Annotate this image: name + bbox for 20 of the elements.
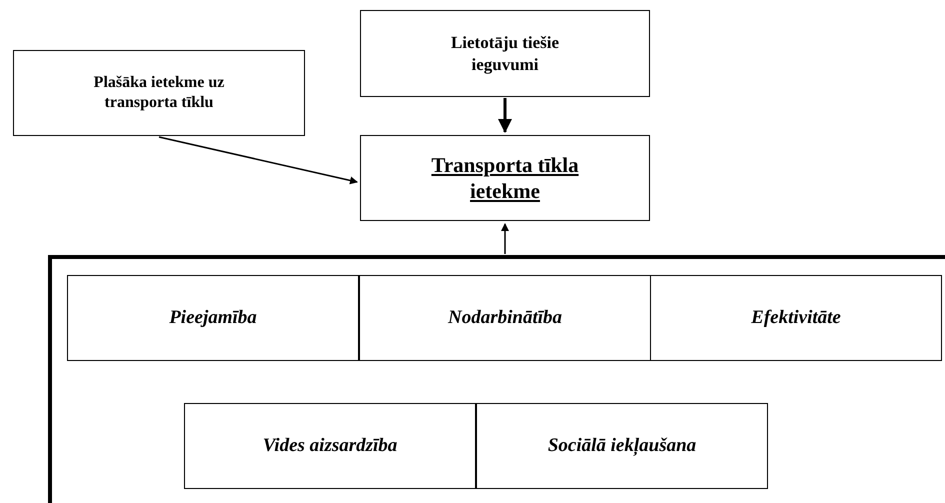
group-frame [48,255,945,503]
box-label: Plašāka ietekme uz transporta tīklu [92,73,226,113]
text-box [360,10,650,97]
arrow [498,98,512,133]
box-label: Lietotāju tiešie ieguvumi [450,32,560,75]
text-box [67,275,359,361]
text-box [650,275,942,361]
box-label: Nodarbinātība [448,306,562,330]
box-label: Transporta tīkla ietekme [430,152,580,204]
text-box [13,50,305,136]
box-label: Sociālā iekļaušana [548,434,696,458]
text-box [360,135,650,221]
box-label: Vides aizsardzība [262,434,398,458]
arrow [158,136,358,184]
text-box [476,403,768,489]
text-box [184,403,476,489]
arrow [501,223,509,254]
box-label: Efektivitāte [751,306,841,330]
text-box [359,275,651,361]
box-label: Pieejamība [169,306,257,330]
